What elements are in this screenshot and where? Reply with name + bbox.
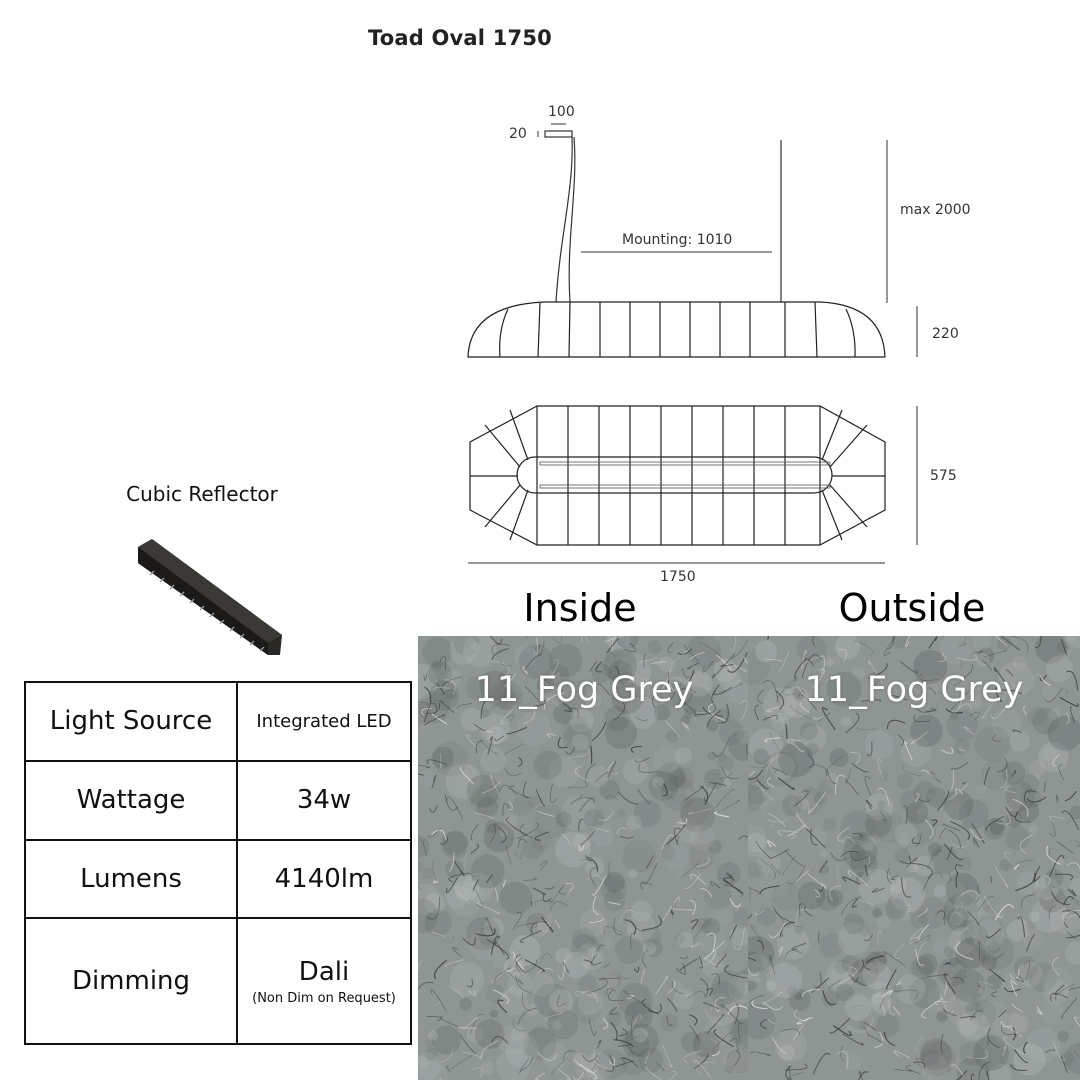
- outside-finish-label: 11_Fog Grey: [804, 670, 1024, 710]
- plan-view: [469, 405, 886, 546]
- spec-key: Dimming: [24, 917, 238, 1045]
- inside-heading: Inside: [523, 586, 637, 630]
- depth-dim: 575: [930, 468, 957, 484]
- table-row: Wattage 34w: [24, 759, 412, 841]
- technical-drawing: 100 20 Mounting: 1010 max 2000 220 575: [467, 104, 971, 585]
- cubic-reflector-image: [138, 539, 282, 655]
- inside-finish-swatch: 11_Fog Grey: [418, 636, 750, 1080]
- table-row: Dimming Dali (Non Dim on Request): [24, 917, 412, 1045]
- spec-key: Lumens: [24, 838, 238, 920]
- spec-key: Wattage: [24, 759, 238, 841]
- spec-value: Integrated LED: [236, 681, 412, 762]
- spec-value: Dali: [298, 956, 350, 987]
- spec-note: (Non Dim on Request): [252, 990, 396, 1006]
- table-row: Lumens 4140lm: [24, 838, 412, 920]
- felt-texture: [748, 636, 1080, 1080]
- outside-heading: Outside: [838, 586, 986, 630]
- led-strip: [539, 461, 831, 489]
- table-row: Light Source Integrated LED: [24, 681, 412, 762]
- inside-finish-label: 11_Fog Grey: [474, 670, 694, 710]
- spec-value: 34w: [236, 759, 412, 841]
- length-dim: 1750: [660, 569, 696, 585]
- suspension-cable-left: [568, 136, 576, 303]
- product-title: Toad Oval 1750: [368, 26, 552, 50]
- power-cable: [555, 136, 573, 303]
- spec-table: Light Source Integrated LED Wattage 34w …: [24, 681, 412, 1045]
- side-elevation: [467, 301, 886, 358]
- felt-texture: [418, 636, 750, 1080]
- mounting-dim: Mounting: 1010: [622, 232, 732, 248]
- canopy-width-dim: 100: [548, 104, 575, 120]
- height-dim: 220: [932, 326, 959, 342]
- spec-value: 4140lm: [236, 838, 412, 920]
- reflector-label: Cubic Reflector: [126, 482, 278, 506]
- outside-finish-swatch: 11_Fog Grey: [748, 636, 1080, 1080]
- ceiling-canopy: [544, 130, 573, 138]
- spec-value-cell: Dali (Non Dim on Request): [236, 917, 412, 1045]
- spec-key: Light Source: [24, 681, 238, 762]
- canopy-height-dim: 20: [509, 126, 527, 142]
- max-drop-dim: max 2000: [900, 202, 971, 218]
